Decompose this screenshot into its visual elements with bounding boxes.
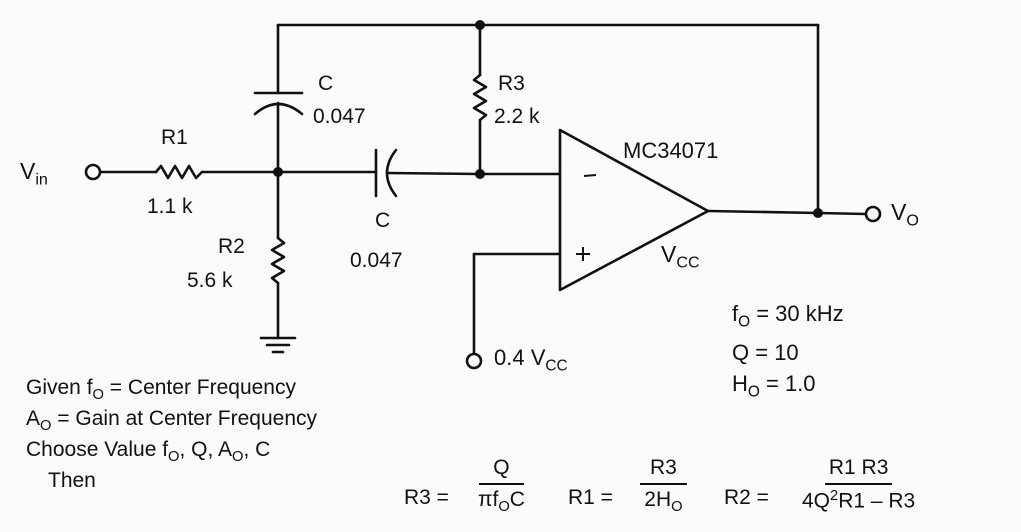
formula-r2-lhs: R2 = (724, 486, 769, 509)
formula-r1-fraction: R3 2HO (640, 456, 687, 516)
param-ho: HO = 1.0 (732, 371, 816, 401)
formula-r3-lhs: R3 = (404, 486, 449, 509)
r3-name: R3 (498, 72, 525, 95)
r2-name: R2 (218, 235, 245, 258)
vin-label: Vin (20, 158, 48, 189)
junction-node-inverting (475, 169, 485, 179)
junction-node-output (813, 208, 823, 218)
formula-r1-denominator: 2HO (644, 488, 683, 516)
terminal-vo (864, 205, 882, 223)
c2-value: 0.047 (350, 249, 403, 272)
resistor-r3 (472, 73, 488, 122)
r2-value: 5.6 k (187, 269, 233, 292)
instruction-line-1: Given fO = Center Frequency (26, 376, 296, 404)
param-fo: fO = 30 kHz (732, 301, 844, 331)
r1-name: R1 (161, 126, 188, 149)
opamp-part-label: MC34071 (623, 138, 719, 163)
vcc-label: VCC (661, 241, 700, 272)
formula-r3-numerator: Q (479, 456, 524, 486)
c2-name: C (375, 209, 391, 232)
formula-r3-fraction: Q πfOC (478, 456, 525, 516)
junction-node-top (475, 20, 485, 30)
formula-r2-denominator: 4Q2R1 – R3 (802, 488, 916, 513)
wire-output (706, 209, 820, 215)
formula-r1-numerator: R3 (640, 456, 687, 486)
r3-value: 2.2 k (494, 105, 540, 128)
junction-node-main (273, 167, 283, 177)
formula-r2-fraction: R1 R3 4Q2R1 – R3 (802, 456, 915, 514)
wire-vo (816, 211, 868, 216)
design-parameters: fO = 30 kHz Q = 10 HO = 1.0 (732, 298, 844, 408)
c1-name: C (318, 72, 334, 95)
instruction-line-4: Then (48, 469, 96, 493)
resistor-r1 (154, 164, 204, 180)
instruction-line-2: AO = Gain at Center Frequency (26, 407, 318, 435)
bias-label: 0.4 VCC (494, 345, 568, 375)
vo-label: VO (891, 199, 919, 230)
formula-r1-lhs: R1 = (568, 486, 613, 509)
wire-c2-node (385, 171, 482, 176)
opamp-triangle (558, 128, 710, 292)
opamp-minus-symbol (583, 174, 597, 177)
instruction-line-3: Choose Value fO, Q, AO, C (26, 438, 271, 466)
formula-r3-denominator: πfOC (478, 488, 525, 516)
c1-value: 0.047 (313, 105, 366, 128)
r1-value: 1.1 k (147, 195, 193, 218)
param-q: Q = 10 (732, 340, 799, 366)
terminal-vin (84, 163, 102, 181)
formula-r2-numerator: R1 R3 (824, 456, 893, 486)
terminal-bias (465, 352, 483, 370)
resistor-r2 (270, 236, 286, 285)
instructions: Given fO = Center Frequency AO = Gain at… (26, 376, 317, 493)
